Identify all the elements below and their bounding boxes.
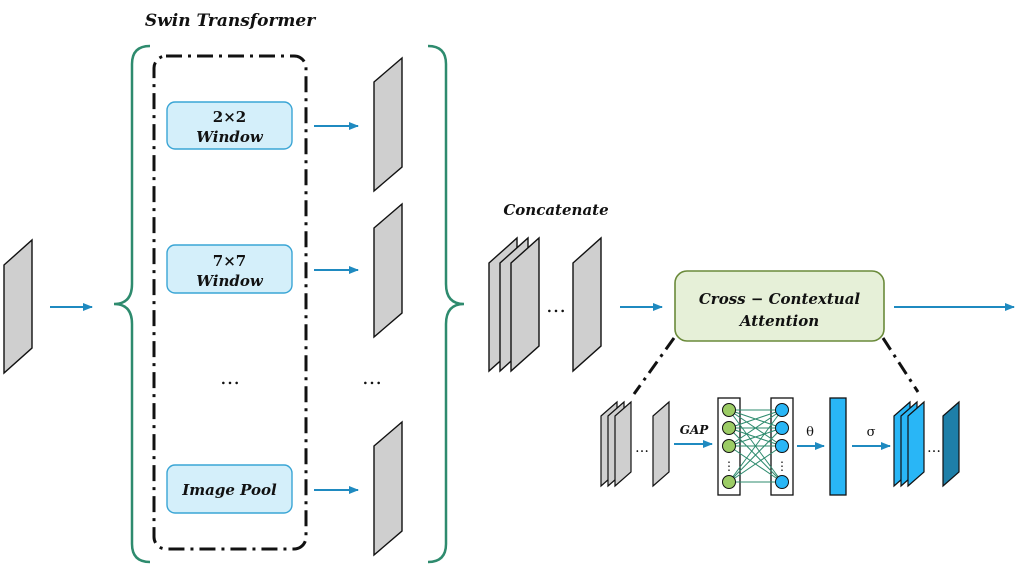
branches-container (152, 54, 308, 551)
detail-input-last-map (652, 400, 670, 488)
feature-map-7x7 (373, 202, 403, 339)
feature-map-2x2 (373, 56, 403, 193)
left-brace (113, 44, 151, 564)
nn-connections (728, 409, 783, 483)
zoom-connector-left (632, 337, 676, 395)
detail-output-stack (893, 400, 925, 488)
branch-2x2-window: 2×2 Window (166, 56, 403, 193)
concatenated-feature-stack (488, 236, 540, 373)
branch-ellipsis: … (220, 365, 240, 389)
feature-map-image-pool (373, 420, 403, 557)
fc-bar (829, 397, 847, 496)
concat-ellipsis: … (546, 293, 566, 317)
image-pool-label: Image Pool (181, 481, 277, 499)
right-brace (427, 44, 465, 564)
cross-contextual-attention-box (674, 270, 885, 342)
window-7x7-size: 7×7 (213, 252, 246, 270)
detail-input-ellipsis: … (635, 440, 649, 456)
detail-output-ellipsis: … (927, 440, 941, 456)
title-swin-transformer: Swin Transformer (145, 11, 316, 31)
nn-input-nodes (722, 403, 736, 489)
nn-left-vertical-dots: ⋮ (723, 459, 735, 473)
sigma-label: σ (867, 425, 876, 440)
window-2x2-size: 2×2 (213, 108, 246, 126)
window-2x2-label: Window (196, 128, 264, 146)
attention-label-line2: Attention (738, 312, 819, 330)
detail-output-last-map (942, 400, 960, 488)
concatenated-last-map (572, 236, 602, 373)
fully-connected-network: ⋮ ⋮ (717, 397, 794, 496)
branch-7x7-window: 7×7 Window (166, 202, 403, 339)
gap-label: GAP (680, 423, 710, 437)
theta-label: θ (806, 425, 814, 440)
feature-ellipsis: … (362, 365, 382, 389)
detail-input-stack (600, 400, 632, 488)
concatenate-label: Concatenate (503, 201, 608, 219)
nn-output-nodes (775, 403, 789, 489)
input-feature-map (3, 238, 33, 375)
window-2x2-box (166, 101, 293, 150)
nn-right-vertical-dots: ⋮ (776, 459, 788, 473)
zoom-connector-right (881, 337, 920, 393)
attention-label-line1: Cross − Contextual (699, 290, 861, 308)
window-7x7-box (166, 244, 293, 294)
branch-image-pool: Image Pool (166, 420, 403, 557)
image-pool-box (166, 464, 293, 514)
window-7x7-label: Window (196, 272, 264, 290)
